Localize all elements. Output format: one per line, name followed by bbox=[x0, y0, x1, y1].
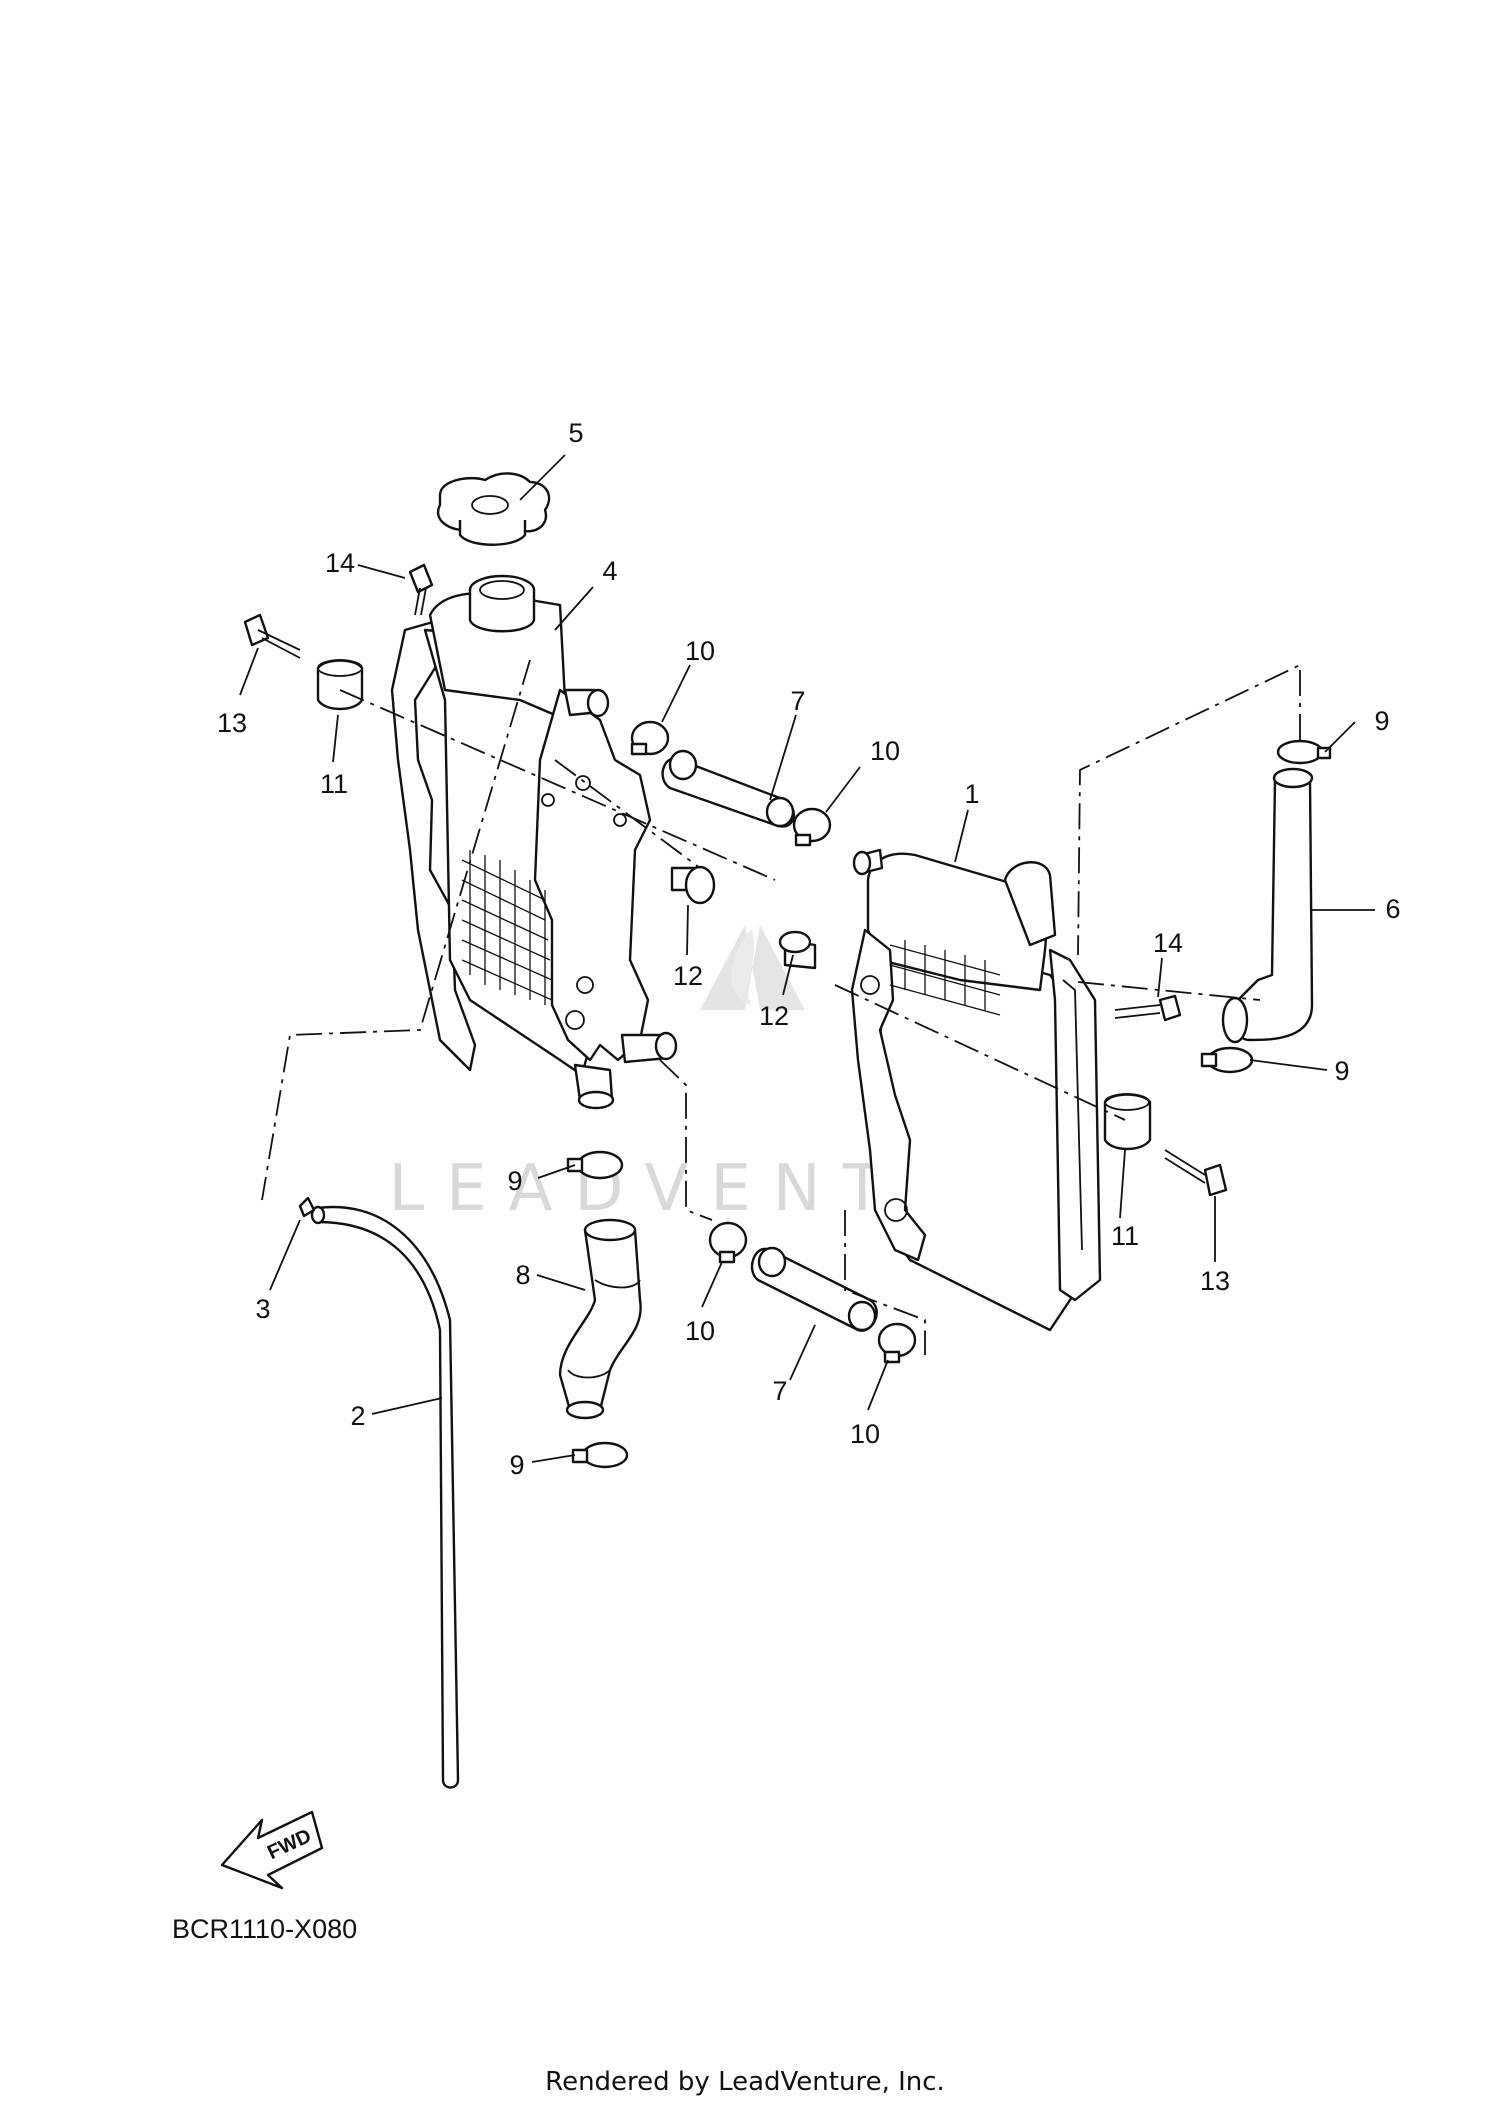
left-core-hatch bbox=[461, 850, 553, 1005]
callout-2: 2 bbox=[350, 1401, 365, 1431]
callout-11-right: 11 bbox=[1111, 1221, 1139, 1251]
leader-lines bbox=[239, 454, 1375, 1463]
callout-13-right: 13 bbox=[1200, 1266, 1230, 1296]
hose-6 bbox=[1221, 767, 1314, 1044]
callout-6: 6 bbox=[1385, 894, 1400, 924]
watermark-logo-icon bbox=[700, 925, 805, 1010]
callouts: 5 14 4 13 11 10 7 10 1 9 6 14 12 12 9 9 … bbox=[217, 418, 1401, 1480]
callout-14-left: 14 bbox=[325, 548, 355, 578]
callout-10-lower-right: 10 bbox=[850, 1419, 880, 1449]
callout-10-upper-left: 10 bbox=[685, 636, 715, 666]
callout-10-upper-right: 10 bbox=[870, 736, 900, 766]
callout-4: 4 bbox=[602, 556, 617, 586]
callout-11-left: 11 bbox=[320, 769, 348, 799]
hose-7-upper bbox=[661, 749, 796, 828]
callout-9-bottom: 9 bbox=[509, 1450, 524, 1480]
radiator-cap bbox=[436, 472, 551, 546]
callout-14-right: 14 bbox=[1153, 928, 1183, 958]
clamps bbox=[566, 720, 1332, 1469]
fwd-arrow-icon: FWD bbox=[220, 1810, 324, 1890]
callout-12-right: 12 bbox=[759, 1001, 789, 1031]
callout-3: 3 bbox=[255, 1294, 270, 1324]
right-core-hatch bbox=[889, 940, 1001, 1016]
fasteners bbox=[243, 563, 1228, 1218]
callout-9-middle: 9 bbox=[507, 1166, 522, 1196]
hose-8 bbox=[558, 1218, 642, 1420]
footer-credit: Rendered by LeadVenture, Inc. bbox=[545, 2067, 945, 2097]
callout-8: 8 bbox=[515, 1260, 530, 1290]
right-radiator bbox=[850, 848, 1102, 1332]
diagram-code: BCR1110-X080 bbox=[172, 1914, 357, 1944]
callout-9-top-right: 9 bbox=[1374, 706, 1389, 736]
callout-13-left: 13 bbox=[217, 708, 247, 738]
hose-7-lower bbox=[750, 1246, 878, 1332]
alignment-lines bbox=[261, 659, 1301, 1355]
watermark-flame-icon bbox=[731, 930, 754, 1005]
callout-5: 5 bbox=[568, 418, 583, 448]
left-radiator bbox=[390, 574, 678, 1110]
callout-7-lower: 7 bbox=[772, 1376, 787, 1406]
hose-2 bbox=[310, 1205, 460, 1789]
callout-9-right-lower: 9 bbox=[1334, 1056, 1349, 1086]
callout-10-lower-left: 10 bbox=[685, 1316, 715, 1346]
callout-7-upper: 7 bbox=[790, 686, 805, 716]
callout-1: 1 bbox=[964, 779, 979, 809]
callout-12-left: 12 bbox=[673, 961, 703, 991]
